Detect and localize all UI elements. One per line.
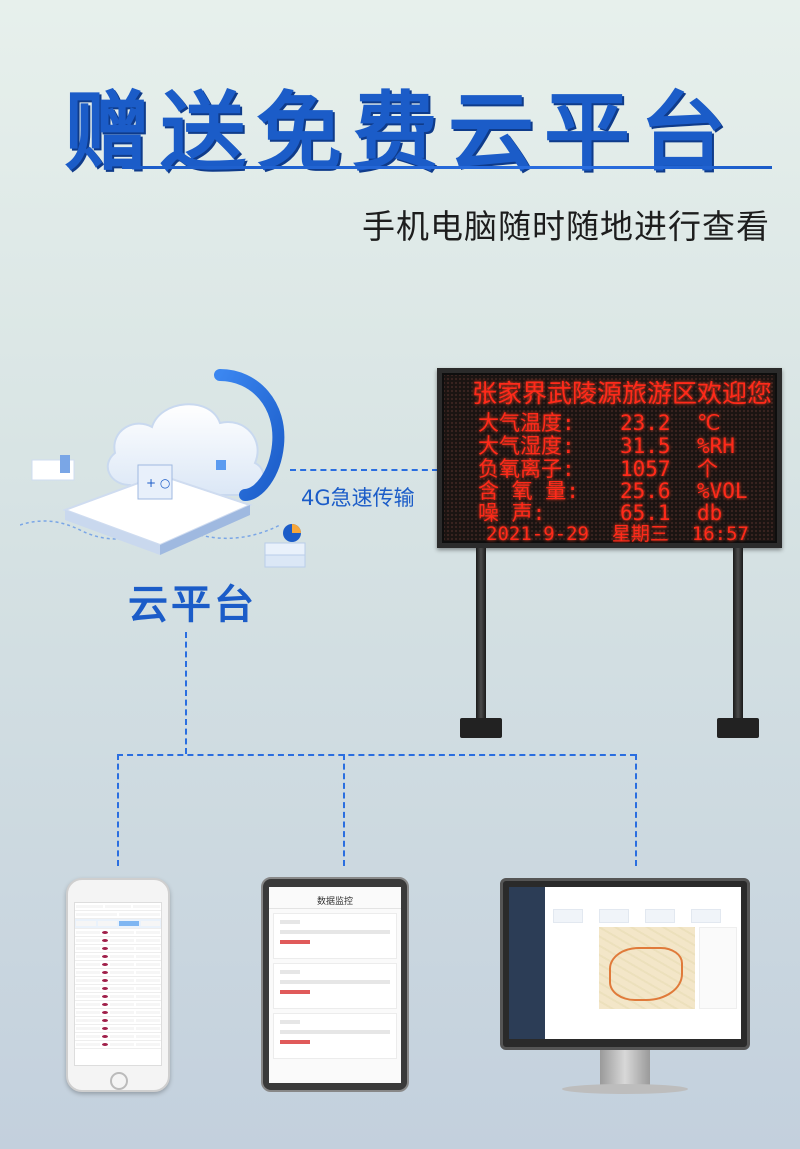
link-dashed-line — [290, 469, 438, 471]
cloud-platform-illustration: + ○ — [19, 345, 320, 585]
led-unit-oxygen: %VOL — [697, 479, 748, 503]
monitor-sidebar — [509, 887, 545, 1039]
cloud-icon: + ○ — [19, 369, 306, 568]
led-label-negative-ions: 负氧离子: — [478, 457, 575, 481]
connector-monitor — [635, 754, 637, 866]
title-underline — [122, 166, 772, 169]
monitor-stand-base — [562, 1084, 688, 1094]
page-subtitle: 手机电脑随时随地进行查看 — [362, 207, 770, 246]
monitor-screen — [509, 887, 741, 1039]
monitor-detail-panel — [699, 927, 737, 1009]
led-display-board: 张家界武陵源旅游区欢迎您 大气温度: 23.2 ℃ 大气湿度: 31.5 %RH… — [437, 368, 782, 548]
transmission-label: 4G急速传输 — [301, 486, 415, 510]
board-pole-right — [733, 548, 743, 730]
led-unit-humidity: %RH — [697, 434, 735, 458]
led-label-oxygen: 含 氧 量: — [478, 479, 579, 503]
led-value-humidity: 31.5 — [620, 434, 671, 458]
phone-device — [66, 878, 170, 1092]
led-footer: 2021-9-29 星期三 16:57 — [486, 525, 749, 544]
svg-text:+ ○: + ○ — [146, 476, 170, 490]
led-label-temperature: 大气温度: — [478, 411, 575, 435]
led-time: 16:57 — [691, 523, 749, 545]
led-title: 张家界武陵源旅游区欢迎您 — [472, 379, 773, 408]
led-label-humidity: 大气湿度: — [478, 434, 575, 458]
connector-bus — [117, 754, 636, 756]
tablet-header: 数据监控 — [269, 887, 401, 909]
led-label-noise: 噪 声: — [478, 501, 546, 525]
led-date: 2021-9-29 — [486, 523, 589, 545]
led-unit-negative-ions: 个 — [697, 457, 718, 481]
led-weekday: 星期三 — [611, 523, 669, 545]
monitor-stand-neck — [600, 1050, 650, 1086]
led-value-oxygen: 25.6 — [620, 479, 671, 503]
led-unit-temperature: ℃ — [697, 411, 721, 435]
board-foot-left — [460, 718, 502, 738]
phone-home-button — [110, 1072, 128, 1090]
connector-phone — [117, 754, 119, 866]
led-value-noise: 65.1 — [620, 501, 671, 525]
led-value-temperature: 23.2 — [620, 411, 671, 435]
cloud-platform-label: 云平台 — [128, 582, 257, 628]
led-unit-noise: db — [697, 501, 723, 525]
connector-tablet — [343, 754, 345, 866]
board-foot-right — [717, 718, 759, 738]
connector-trunk — [185, 632, 187, 754]
tablet-screen: 数据监控 — [269, 887, 401, 1083]
board-pole-left — [476, 548, 486, 730]
tablet-device: 数据监控 — [261, 877, 409, 1092]
desktop-monitor — [500, 878, 750, 1050]
phone-screen — [74, 902, 162, 1066]
led-value-negative-ions: 1057 — [620, 457, 671, 481]
monitor-map — [599, 927, 695, 1009]
